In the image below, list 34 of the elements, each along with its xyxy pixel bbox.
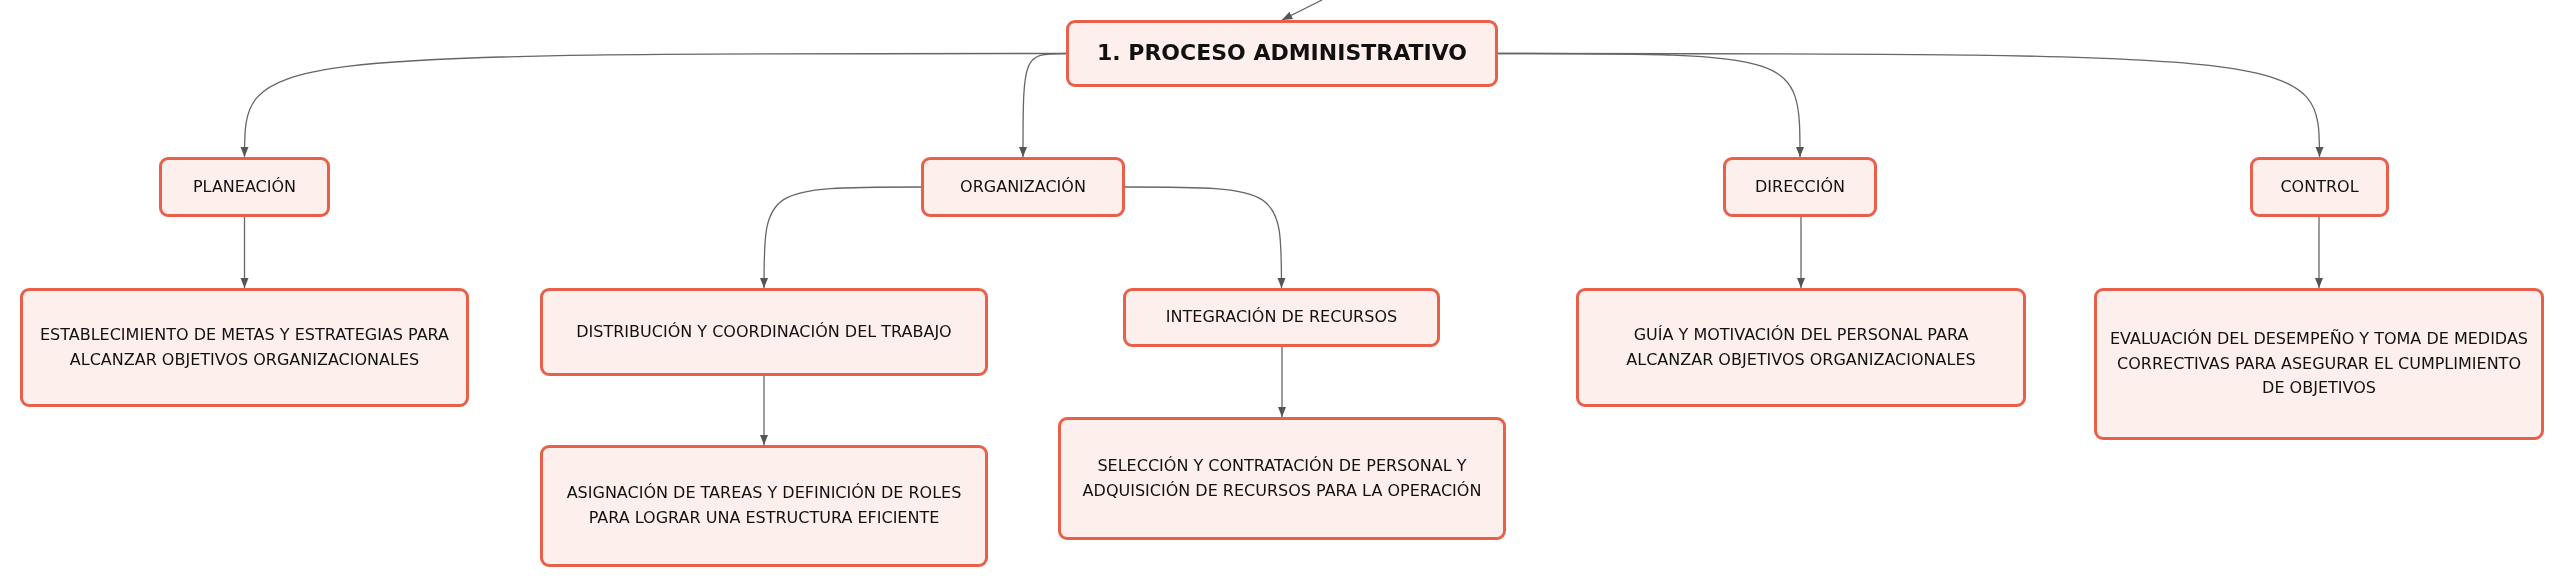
- topic-box: [540, 445, 988, 567]
- topic-box: [1058, 417, 1506, 540]
- root-topic-box: [1066, 20, 1498, 87]
- topic-box: [1723, 157, 1877, 217]
- topic-text: DIRECCIÓN: [1755, 175, 1845, 198]
- topic-text: 1. PROCESO ADMINISTRATIVO: [1096, 39, 1468, 68]
- connector-arrow: [1796, 216, 1806, 289]
- topic-text: PLANEACIÓN: [192, 175, 297, 198]
- topic-box: [540, 288, 988, 376]
- connector-arrow: [1281, 0, 1323, 21]
- connector-arrow: [759, 375, 769, 446]
- topic-text: ESTABLECIMIENTO DE METAS Y ESTRATEGIAS PARA ALCANZAR OBJETIVOS ORGANIZACIONALES: [38, 323, 451, 371]
- topic-text: EVALUACIÓN DEL DESEMPEÑO Y TOMA DE MEDIDAS CORRECTIVAS PARA ASEGURAR EL CUMPLIMIENTO DE OBJETIVOS: [2109, 327, 2529, 400]
- connector-arrow: [1277, 346, 1287, 418]
- topic-text: SELECCIÓN Y CONTRATACIÓN DE PERSONAL Y ADQUISICIÓN DE RECURSOS PARA LA OPERACIÓN: [1081, 454, 1483, 502]
- topic-text: DISTRIBUCIÓN Y COORDINACIÓN DEL TRABAJO: [576, 320, 952, 343]
- connector-arrow: [2314, 216, 2324, 289]
- topic-box: [921, 157, 1125, 217]
- connector-arrow: [759, 186, 922, 289]
- connector-arrow: [1018, 52, 1067, 158]
- topic-box: [2250, 157, 2389, 217]
- topic-text: CONTROL: [2280, 175, 2359, 198]
- topic-text: GUÍA Y MOTIVACIÓN DEL PERSONAL PARA ALCANZAR OBJETIVOS ORGANIZACIONALES: [1625, 323, 1977, 371]
- topic-box: [20, 288, 469, 407]
- topic-box: [159, 157, 330, 217]
- topic-box: [1123, 288, 1440, 347]
- topic-text: ASIGNACIÓN DE TAREAS Y DEFINICIÓN DE ROLES PARA LOGRAR UNA ESTRUCTURA EFICIENTE: [565, 482, 963, 529]
- connector-arrow: [1124, 186, 1286, 289]
- topic-box: [2094, 288, 2544, 440]
- topic-box: [1576, 288, 2026, 407]
- topic-text: ORGANIZACIÓN: [960, 175, 1086, 198]
- connector-arrow: [240, 216, 249, 289]
- topic-text: INTEGRACIÓN DE RECURSOS: [1165, 306, 1398, 329]
- connector-arrow: [1497, 52, 2324, 158]
